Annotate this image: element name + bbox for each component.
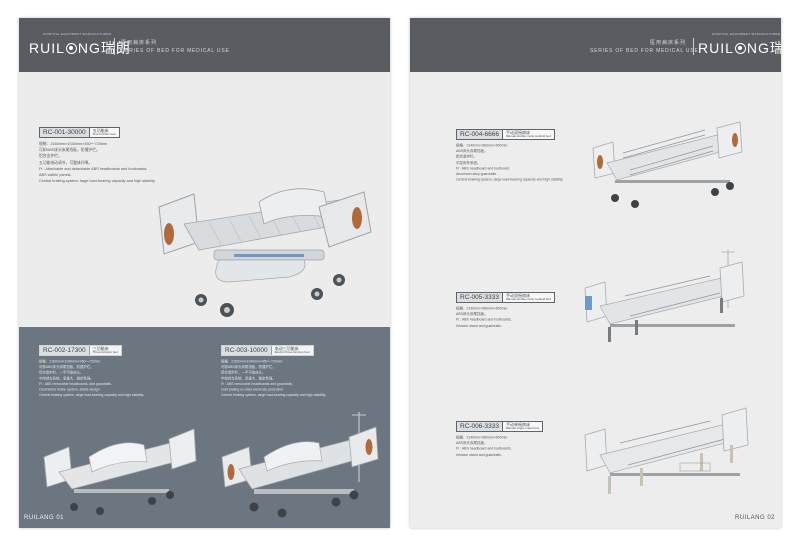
product-code-box: RC-001-30000 五功能床 Five-function bed bbox=[39, 127, 120, 138]
product-code: RC-003-10000 bbox=[222, 346, 272, 355]
header-divider bbox=[693, 38, 694, 55]
brand-tagline: HOSPITAL EQUIPMENT MANUFACTURER bbox=[712, 32, 781, 36]
series-title-cn: 医用病床系列 bbox=[650, 40, 687, 46]
spec-line: ABS床头床尾挡板。 bbox=[456, 149, 488, 154]
spec-line: 铝合金护栏，一手可放床头。 bbox=[221, 371, 266, 375]
brand-name-part: RUIL bbox=[29, 40, 65, 56]
product-spec-list: 规格：2160mm×1040mm×450～720mm 可卸ABS床头床尾挡板，防… bbox=[39, 359, 144, 398]
spec-line: 规格：2160mm×1040mm×450～720mm bbox=[39, 142, 108, 146]
product-panel-lower: RC-002-17300 三功能床 Three-function bed 规格：… bbox=[19, 327, 390, 528]
product-name-en: Manual single crank bed bbox=[506, 426, 539, 430]
product-code: RC-001-30000 bbox=[40, 128, 90, 137]
spec-line: ABS床头床尾挡板。 bbox=[456, 441, 488, 446]
spec-line: ABS床头床尾挡板。 bbox=[456, 312, 488, 317]
series-title-cn: 医用病床系列 bbox=[121, 40, 158, 46]
spec-line: Infusion stand and guardrails. bbox=[456, 324, 502, 328]
catalog-page-left: HOSPITAL EQUIPMENT MANUFACTURER RUIL NG瑞朗… bbox=[19, 18, 390, 528]
bed-image-double-crank-infusion bbox=[584, 250, 745, 342]
product-name-cn: 电动三功能床 bbox=[274, 345, 299, 351]
spec-line: 五功能电动调节，可整体升降。 bbox=[39, 160, 93, 165]
spec-line: Central braking system, large load-beari… bbox=[39, 393, 144, 397]
page-header: HOSPITAL EQUIPMENT MANUFACTURER RUIL NG瑞朗… bbox=[19, 18, 390, 72]
spec-line: 中控刹车系统，承重大，稳定性强。 bbox=[221, 376, 276, 381]
spec-line: Ft : ABS removable headboards, and guard… bbox=[39, 382, 112, 386]
bed-image-electric-three-function bbox=[221, 412, 379, 518]
spec-line: Gold plating on steel electrode protecti… bbox=[221, 387, 285, 392]
catalog-page-right: 医用病床系列 SERIES OF BED FOR MEDICAL USE HOS… bbox=[410, 18, 781, 528]
product-code: RC-005-3333 bbox=[457, 293, 504, 302]
bed-image-five-function bbox=[158, 188, 372, 317]
spec-line: Ft : ABS removable headboards and guardr… bbox=[221, 382, 293, 386]
spec-line: Infusion stand and guardrails. bbox=[456, 453, 502, 457]
page-header: 医用病床系列 SERIES OF BED FOR MEDICAL USE HOS… bbox=[410, 18, 781, 72]
product-spec-list: 规格：2140mm×960mm×500mm ABS床头床尾挡板。 铝合金护栏。 … bbox=[456, 143, 563, 183]
spec-line: Aluminum alloy guardrails. bbox=[456, 172, 497, 177]
brand-name-cn: 瑞朗 bbox=[100, 40, 131, 56]
spec-line: 可卸ABS床头床尾挡板，防撞护栏。 bbox=[221, 365, 276, 370]
product-code: RC-004-6666 bbox=[457, 130, 504, 139]
page-number: RUILANG 02 bbox=[734, 515, 775, 521]
header-divider bbox=[114, 38, 115, 55]
spec-line: Centralized brake system, stable design. bbox=[39, 387, 101, 392]
product-panel-upper: RC-001-30000 五功能床 Five-function bed 规格：2… bbox=[19, 72, 390, 327]
spec-line: 规格：2140mm×960mm×500mm bbox=[456, 143, 508, 148]
spec-line: 可卸ABS床头床尾挡板，防撞护栏。 bbox=[39, 148, 100, 153]
bed-image-single-crank bbox=[584, 407, 749, 494]
product-code: RC-006-3333 bbox=[457, 422, 504, 431]
product-code-box: RC-002-17300 三功能床 Three-function bed bbox=[39, 345, 122, 356]
product-name-cn: 手动双摇病床 bbox=[506, 292, 531, 298]
spec-line: 规格：2160mm×1040mm×450～720mm bbox=[221, 359, 283, 364]
spec-line: 中控刹车系统，承重大，稳定性强。 bbox=[39, 376, 94, 381]
logo-ring-icon bbox=[65, 43, 77, 54]
product-name-cn: 三功能床 bbox=[92, 345, 109, 351]
spec-line: 中控刹车系统。 bbox=[456, 161, 481, 165]
product-code-box: RC-003-10000 电动三功能床 Electric three-funct… bbox=[221, 345, 314, 356]
product-code: RC-002-17300 bbox=[40, 346, 90, 355]
spec-line: Ft : ABS headboard and footboard. bbox=[456, 166, 510, 171]
spec-line: Ft : Attachable and detachable ABS headb… bbox=[39, 166, 148, 171]
product-name-cn: 手动单摇病床 bbox=[506, 421, 531, 427]
product-name-en: Electric three-function bed bbox=[274, 350, 310, 354]
spec-line: 规格：2140mm×960mm×500mm bbox=[456, 435, 508, 440]
bed-image-double-crank bbox=[592, 121, 743, 208]
spec-line: 铝合金护栏，一手可放床头。 bbox=[39, 371, 84, 375]
product-name-cn: 五功能床 bbox=[92, 127, 109, 133]
brand-name-part: NG bbox=[77, 40, 101, 56]
product-name-en: Three-function bed bbox=[92, 350, 118, 354]
product-name-en: Manual double crank medical bed bbox=[506, 134, 551, 138]
spec-line: Central braking system, large load-beari… bbox=[221, 393, 326, 397]
spec-line: Central braking system, large load-beari… bbox=[39, 179, 156, 184]
spec-line: 铝合金护栏。 bbox=[456, 155, 477, 160]
logo-ring-icon bbox=[734, 43, 746, 54]
product-name-en: Five-function bed bbox=[92, 132, 116, 136]
spec-line: 规格：2140mm×960mm×500mm bbox=[456, 306, 508, 311]
product-spec-list: 规格：2160mm×1040mm×450～720mm 可卸ABS床头床尾挡板，防… bbox=[39, 141, 156, 184]
product-code-box: RC-006-3333 手动单摇病床 Manual single crank b… bbox=[456, 421, 543, 432]
spec-line: ABS visible panels. bbox=[39, 173, 72, 178]
product-code-box: RC-005-3333 手动双摇病床 Manual double crank m… bbox=[456, 292, 555, 303]
brand-name-cn: 瑞朗 bbox=[769, 40, 781, 56]
page-number: RUILANG 01 bbox=[24, 515, 65, 521]
spec-line: 规格：2160mm×1040mm×450～720mm bbox=[39, 359, 101, 364]
spec-line: Ft : ABS headboard and footboards. bbox=[456, 318, 512, 323]
spec-line: 铝合金护栏。 bbox=[39, 154, 62, 159]
product-spec-list: 规格：2160mm×1040mm×450～720mm 可卸ABS床头床尾挡板，防… bbox=[221, 359, 326, 398]
series-title-en: SERIES OF BED FOR MEDICAL USE bbox=[590, 48, 699, 54]
product-code-box: RC-004-6666 手动双摇病床 Manual double crank m… bbox=[456, 129, 555, 140]
series-title-en: SERIES OF BED FOR MEDICAL USE bbox=[121, 48, 230, 54]
brand-name-part: NG bbox=[746, 40, 770, 56]
brand-name-part: RUIL bbox=[698, 40, 734, 56]
product-name-cn: 手动双摇病床 bbox=[506, 129, 531, 135]
brand-tagline: HOSPITAL EQUIPMENT MANUFACTURER bbox=[43, 32, 112, 36]
spec-line: 可卸ABS床头床尾挡板，防撞护栏。 bbox=[39, 365, 94, 370]
spec-line: Ft : ABS headboard and footboards. bbox=[456, 447, 512, 452]
product-spec-list: 规格：2140mm×960mm×500mm ABS床头床尾挡板。 Ft : AB… bbox=[456, 306, 512, 329]
bed-image-three-function bbox=[43, 428, 197, 515]
spec-line: Central braking system, large load-beari… bbox=[456, 178, 564, 182]
product-spec-list: 规格：2140mm×960mm×500mm ABS床头床尾挡板。 Ft : AB… bbox=[456, 435, 512, 458]
product-name-en: Manual double crank medical bed bbox=[506, 297, 551, 301]
